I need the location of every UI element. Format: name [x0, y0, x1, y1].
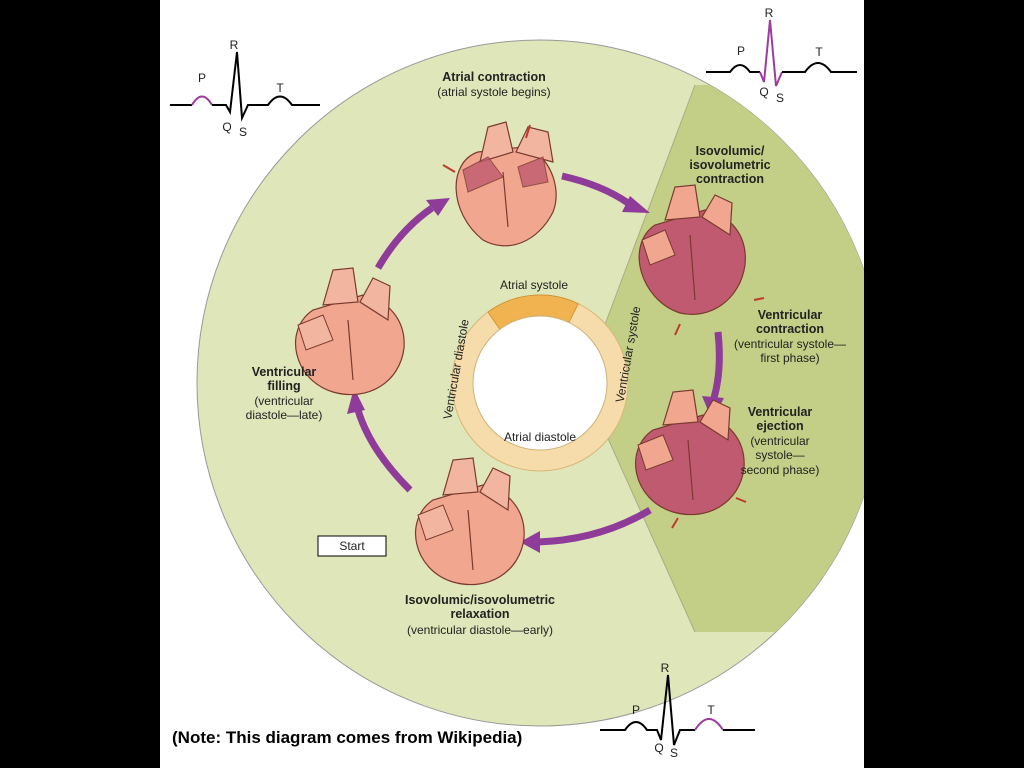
start-box — [317, 535, 387, 557]
atrial-systole-label: Atrial systole — [500, 278, 568, 292]
cardiac-cycle-diagram: Atrial systole Atrial diastole Ventricul… — [170, 6, 864, 760]
ecg-br-p: P — [632, 703, 640, 717]
heart-isovolumic-relaxation — [415, 457, 525, 586]
pressure-arrows — [442, 124, 765, 529]
ventricular-contraction-sub1: (ventricular systole— — [734, 337, 846, 351]
ecg-tl-s: S — [239, 125, 247, 139]
ecg-br-s: S — [670, 746, 678, 760]
arrow-to-isovolumic-relaxation — [537, 506, 652, 546]
ventricular-filling-title2: filling — [267, 379, 300, 393]
atrial-contraction-title: Atrial contraction — [442, 70, 546, 84]
slide: Atrial systole Atrial diastole Ventricul… — [160, 0, 864, 768]
ventricular-contraction-sub2: first phase) — [760, 351, 819, 365]
ecg-tr-t: T — [815, 45, 823, 59]
heart-isovolumic-contraction — [638, 184, 746, 315]
source-note: (Note: This diagram comes from Wikipedia… — [172, 728, 523, 747]
ventricular-ejection-title: Ventricular — [748, 405, 813, 419]
ventricular-ejection-title2: ejection — [756, 419, 803, 433]
heart-atrial-contraction — [455, 121, 557, 247]
ventricular-contraction-title: Ventricular — [758, 308, 823, 322]
isovolumic-relaxation-title: Isovolumic/isovolumetric — [405, 593, 555, 607]
isovolumic-contraction-title-3: contraction — [696, 172, 764, 186]
atrial-contraction-subtitle: (atrial systole begins) — [437, 85, 550, 99]
ecg-tr-q: Q — [759, 85, 768, 99]
ecg-bottom-right — [600, 674, 755, 746]
isovolumic-relaxation-subtitle: (ventricular diastole—early) — [407, 623, 553, 637]
ecg-tr-r: R — [765, 6, 774, 20]
ecg-top-right — [706, 19, 857, 87]
arrow-to-ventricular-filling — [354, 408, 413, 493]
cycle-arrows — [354, 172, 723, 546]
ventricular-filling-sub1: (ventricular — [254, 394, 313, 408]
ecg-br-r: R — [661, 661, 670, 675]
inner-hole — [472, 315, 608, 451]
ecg-br-t: T — [707, 703, 715, 717]
ventricular-filling-sub2: diastole—late) — [246, 408, 323, 422]
atrial-diastole-label: Atrial diastole — [504, 430, 576, 444]
ecg-tl-t: T — [276, 81, 284, 95]
ecg-tr-p: P — [737, 44, 745, 58]
ecg-top-left — [170, 51, 320, 122]
isovolumic-contraction-title-2: isovolumetric — [689, 158, 770, 172]
arrow-to-atrial-contraction — [374, 205, 434, 270]
ventricular-contraction-title2: contraction — [756, 322, 824, 336]
ventricular-ejection-sub1: (ventricular — [750, 434, 809, 448]
ecg-tl-q: Q — [222, 120, 231, 134]
start-label: Start — [339, 539, 365, 553]
ecg-br-q: Q — [654, 741, 663, 755]
isovolumic-contraction-title-1: Isovolumic/ — [696, 144, 765, 158]
ventricular-ejection-sub2: systole— — [755, 448, 804, 462]
ecg-tl-r: R — [230, 38, 239, 52]
heart-ventricular-filling — [295, 267, 405, 396]
ventricular-ejection-sub3: second phase) — [741, 463, 820, 477]
isovolumic-relaxation-title2: relaxation — [450, 607, 509, 621]
ventricular-filling-title: Ventricular — [252, 365, 317, 379]
arrow-to-isovolumic-contraction — [561, 172, 630, 206]
ecg-tr-s: S — [776, 91, 784, 105]
ecg-tl-p: P — [198, 71, 206, 85]
heart-ventricular-ejection — [635, 389, 745, 516]
arrow-to-ventricular-ejection — [710, 331, 723, 399]
